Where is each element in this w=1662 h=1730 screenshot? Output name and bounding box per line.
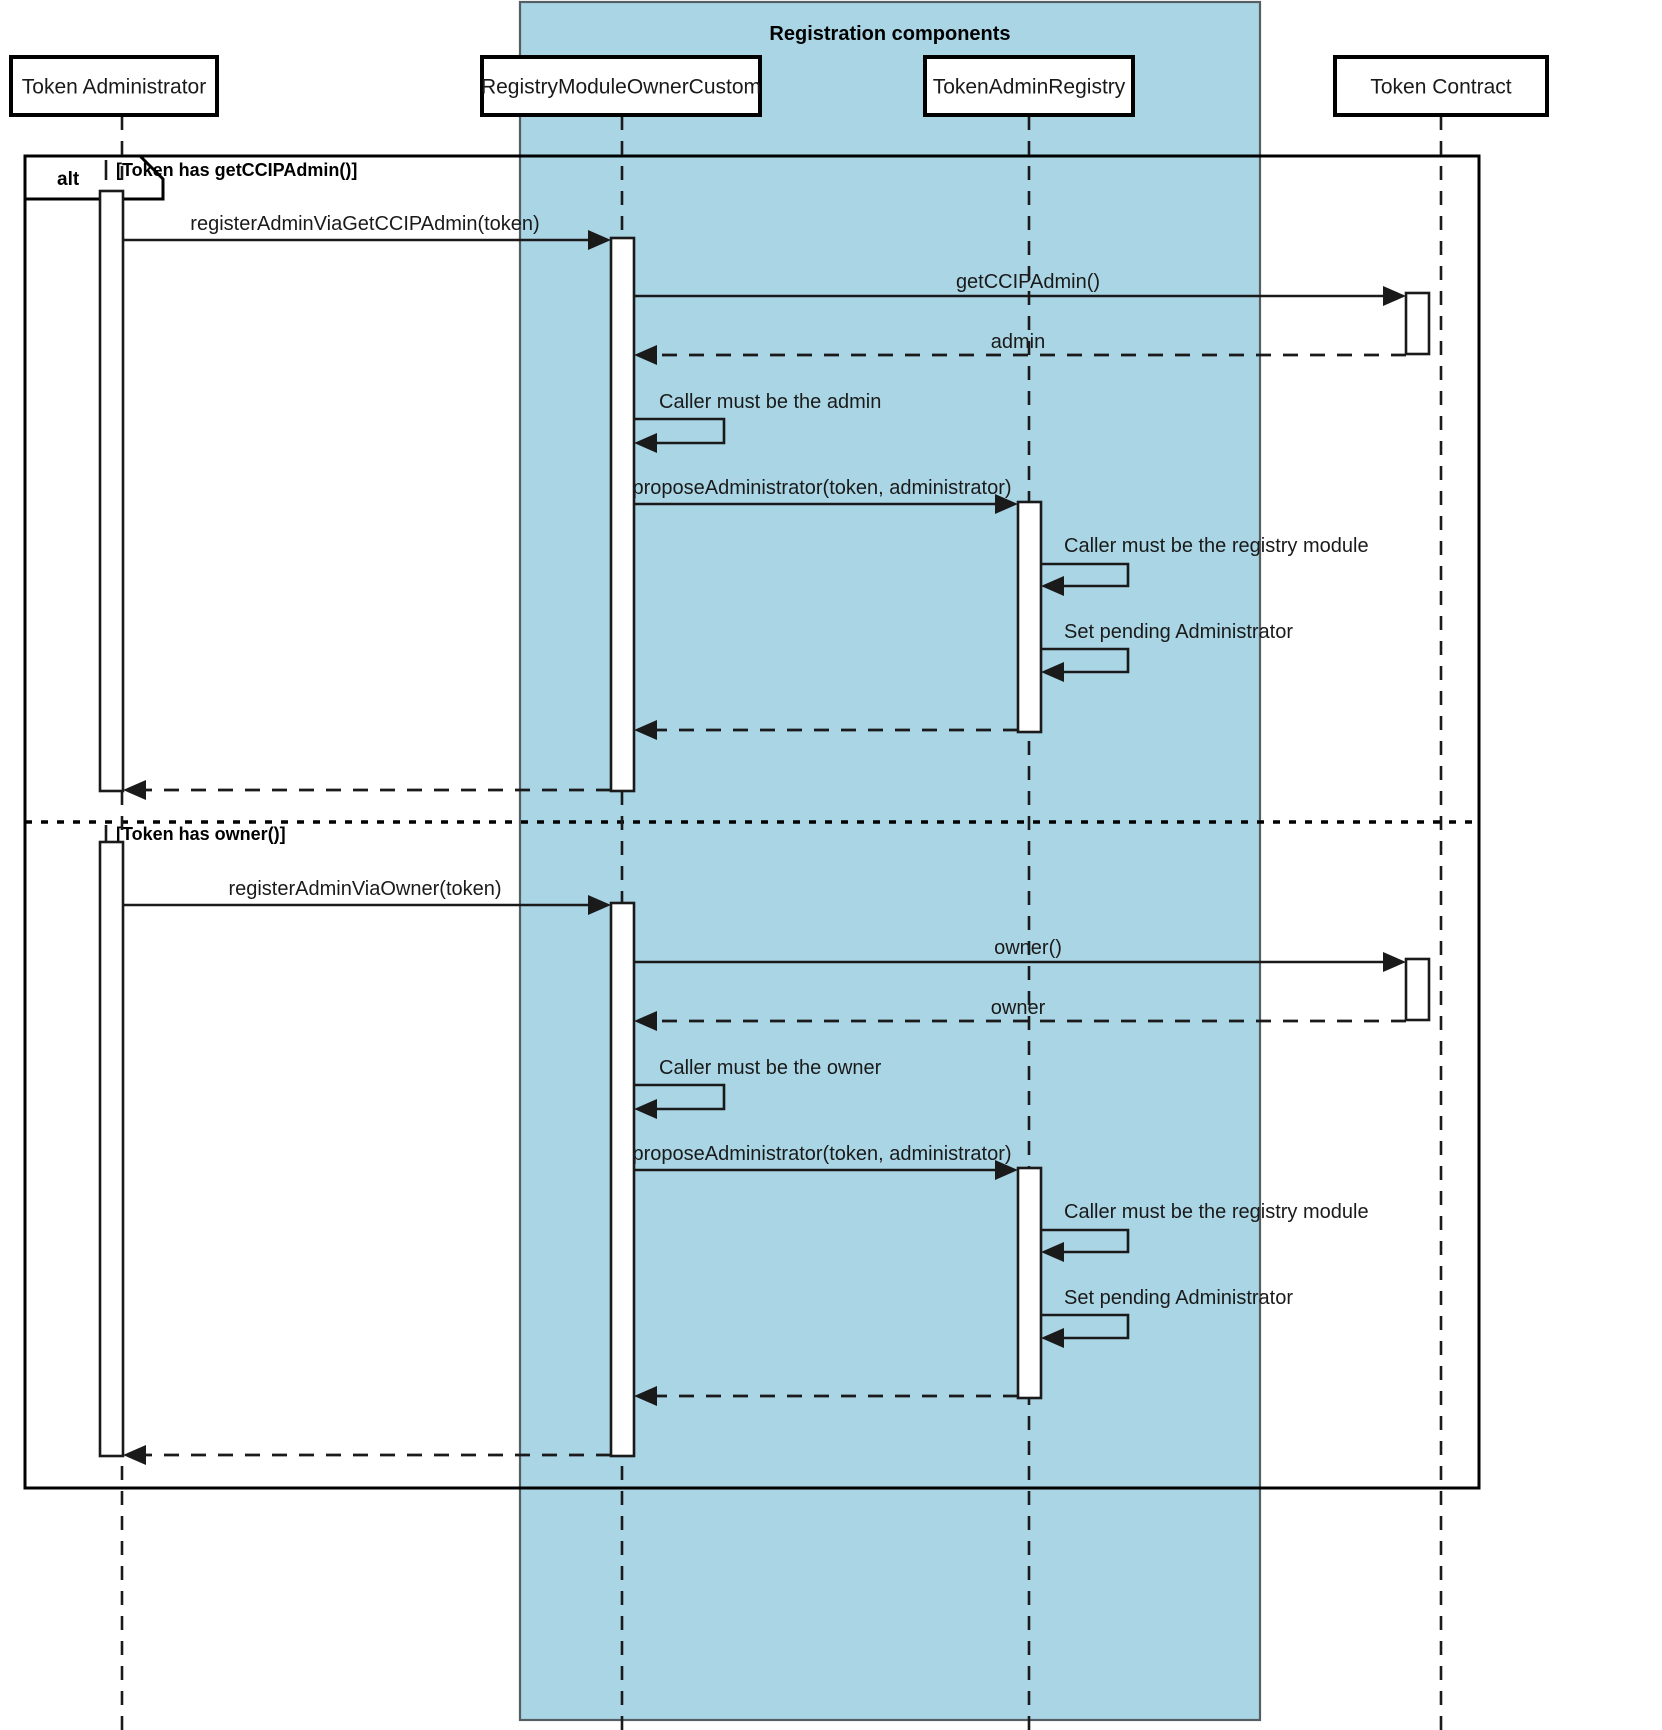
activation-admin-1	[98, 189, 125, 793]
message-return-tar-to-registry-2	[634, 1386, 1018, 1406]
message-self-caller-must-be-registry-module-2: Caller must be the registry module	[1041, 1201, 1369, 1262]
message-return-registry-to-admin-2	[123, 1445, 611, 1465]
lifeline-label-registry-module-owner-custom: RegistryModuleOwnerCustom	[481, 76, 761, 99]
alt-fragment-tab	[23, 154, 165, 201]
message-label: getCCIPAdmin()	[956, 271, 1100, 293]
lifeline-head-token-contract[interactable]: Token Contract	[1333, 55, 1549, 117]
message-label: Set pending Administrator	[1064, 1287, 1293, 1309]
message-label: registerAdminViaOwner(token)	[228, 878, 501, 900]
message-return-registry-to-admin-1	[123, 780, 611, 800]
lifeline-head-registry-module-owner-custom[interactable]: RegistryModuleOwnerCustom	[480, 55, 762, 117]
activation-token-2	[1404, 957, 1431, 1022]
message-label: proposeAdministrator(token, administrato…	[632, 1143, 1011, 1165]
lifeline-head-token-administrator[interactable]: Token Administrator	[9, 55, 219, 117]
group-registration-components	[518, 0, 1262, 1722]
activation-tar-1	[1016, 500, 1043, 734]
message-self-set-pending-administrator-1: Set pending Administrator	[1041, 621, 1293, 682]
message-label: proposeAdministrator(token, administrato…	[632, 477, 1011, 499]
message-admin-return: admin	[634, 331, 1406, 365]
group-title: Registration components	[769, 23, 1010, 45]
alt-operator-label: alt	[57, 169, 80, 190]
activation-token-1	[1404, 291, 1431, 356]
message-label: Caller must be the registry module	[1064, 535, 1369, 557]
message-label: Set pending Administrator	[1064, 621, 1293, 643]
activation-registry-2	[609, 901, 636, 1458]
message-register-admin-via-owner: registerAdminViaOwner(token)	[123, 878, 611, 915]
message-self-caller-must-be-owner: Caller must be the owner	[634, 1057, 882, 1119]
message-label: owner()	[994, 937, 1062, 959]
message-label: admin	[991, 331, 1045, 353]
message-label: Caller must be the registry module	[1064, 1201, 1369, 1223]
lifeline-label-token-administrator: Token Administrator	[22, 76, 206, 99]
message-label: owner	[991, 997, 1046, 1019]
message-propose-administrator-2: proposeAdministrator(token, administrato…	[632, 1143, 1018, 1180]
activation-tar-2	[1016, 1166, 1043, 1400]
activation-registry-1	[609, 236, 636, 793]
alt-guard-2: [Token has owner()]	[116, 824, 286, 844]
lifeline-label-token-contract: Token Contract	[1370, 76, 1511, 99]
message-self-caller-must-be-admin: Caller must be the admin	[634, 391, 881, 453]
message-label: Caller must be the admin	[659, 391, 881, 413]
lifeline-head-token-admin-registry[interactable]: TokenAdminRegistry	[923, 55, 1135, 117]
message-label: Caller must be the owner	[659, 1057, 882, 1079]
activation-admin-2	[98, 840, 125, 1458]
lifeline-label-token-admin-registry: TokenAdminRegistry	[933, 76, 1126, 99]
message-register-admin-via-getccipadmin: registerAdminViaGetCCIPAdmin(token)	[123, 213, 611, 250]
message-owner: owner()	[634, 937, 1406, 972]
message-owner-return: owner	[634, 997, 1406, 1031]
message-propose-administrator-1: proposeAdministrator(token, administrato…	[632, 477, 1018, 514]
message-return-tar-to-registry-1	[634, 720, 1018, 740]
message-self-set-pending-administrator-2: Set pending Administrator	[1041, 1287, 1293, 1348]
message-label: registerAdminViaGetCCIPAdmin(token)	[190, 213, 539, 235]
alt-guard-1: [Token has getCCIPAdmin()]	[116, 160, 357, 180]
message-self-caller-must-be-registry-module-1: Caller must be the registry module	[1041, 535, 1369, 596]
message-getccipadmin: getCCIPAdmin()	[634, 271, 1406, 306]
